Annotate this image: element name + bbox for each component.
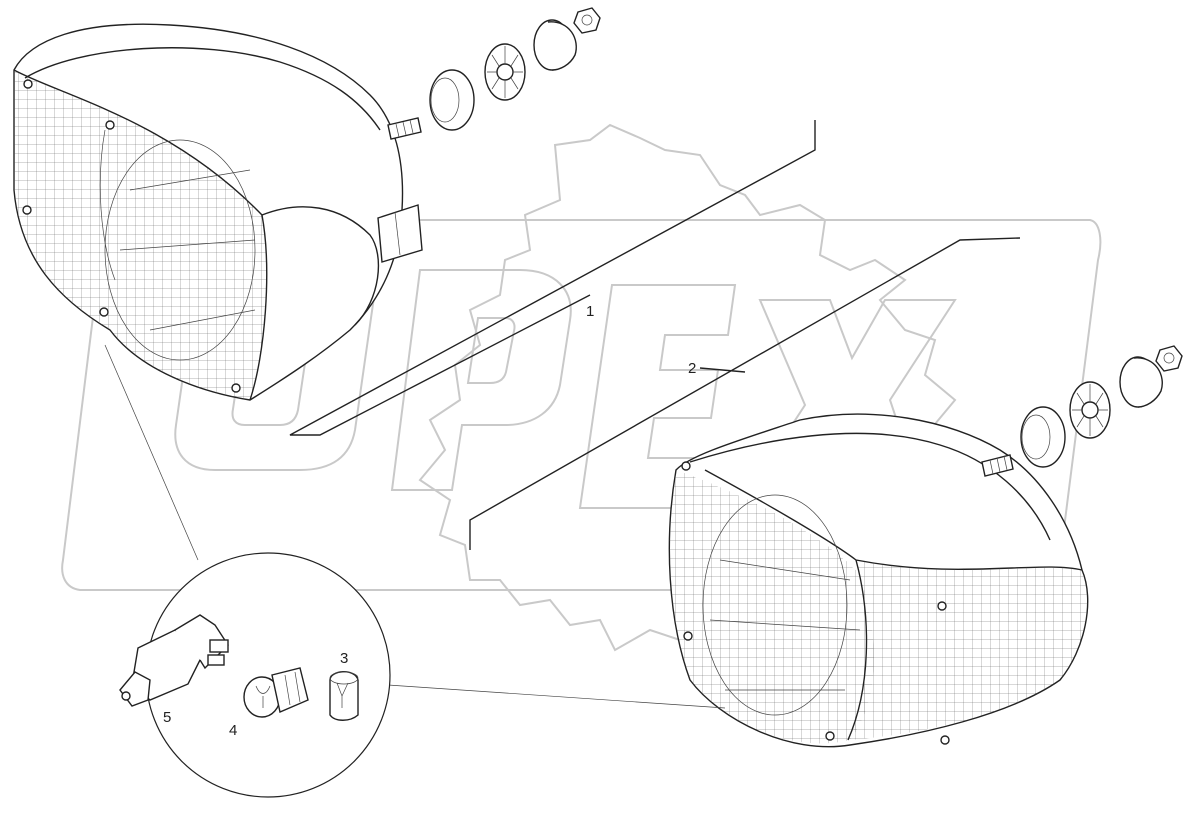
callout-labels: 1 2 3 4 5 [163,303,696,739]
callout-4: 4 [229,722,237,739]
bulb-h4-icon [119,614,229,707]
rubber-bushing-left-icon [429,69,475,131]
right-mount-hardware [1020,345,1183,468]
left-mount-hardware [429,7,601,131]
washer-spoked-right-icon [1069,381,1111,439]
bulb-detail [119,552,391,798]
watermark-letter-p [390,269,572,491]
bulb-small-icon [329,671,359,721]
nut-left-icon [573,7,601,34]
headlamp-right-icon [668,413,1089,748]
nut-right-icon [1155,345,1183,372]
headlamp-left-icon [13,23,423,401]
cap-left-icon [533,19,577,71]
rubber-bushing-right-icon [1020,406,1066,468]
callout-2: 2 [688,360,696,377]
bulb-bayonet-icon [243,667,309,718]
callout-1: 1 [586,303,594,320]
leader-lines [104,120,1021,709]
cap-right-icon [1119,356,1163,408]
callout-3: 3 [340,650,348,667]
callout-5: 5 [163,709,171,726]
washer-spoked-left-icon [484,43,526,101]
